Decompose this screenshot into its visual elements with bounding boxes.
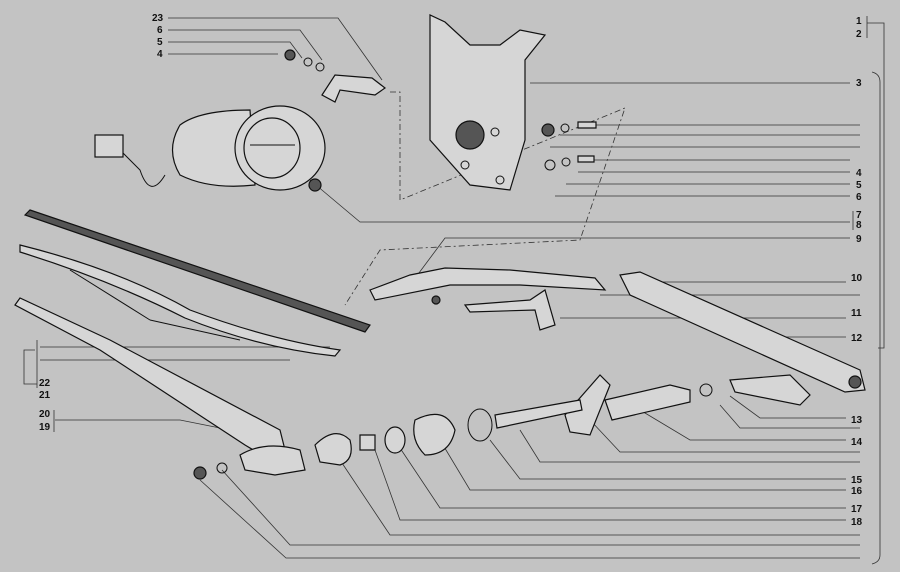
brackets: [23, 16, 885, 565]
right-callout-labels: 1 2 3 4 5 6 7 8 9 10 11 12 13 14 15 16 1…: [851, 16, 863, 528]
callout-9: 9: [856, 234, 862, 245]
callout-7: 7: [856, 210, 862, 221]
mounting-bracket: [429, 14, 547, 191]
callout-22: 22: [39, 378, 51, 389]
callout-15: 15: [851, 475, 863, 486]
bottom-left-callout-labels: 22 21 20 19: [39, 378, 51, 433]
callout-16: 16: [851, 486, 863, 497]
callout-6: 6: [856, 192, 862, 203]
callout-18: 18: [851, 517, 863, 528]
callout-23: 23: [152, 13, 164, 24]
callout-2: 2: [856, 29, 862, 40]
callout-1: 1: [856, 16, 862, 27]
callout-8: 8: [856, 220, 862, 231]
spindle-assembly: [193, 374, 811, 480]
callout-6-top: 6: [157, 25, 163, 36]
callout-13: 13: [851, 415, 863, 426]
callout-12: 12: [851, 333, 863, 344]
wiper-blade: [19, 209, 371, 357]
callout-4: 4: [856, 168, 862, 179]
callout-20: 20: [39, 409, 51, 420]
callout-11: 11: [851, 308, 862, 319]
leader-lines: [40, 17, 860, 559]
bolts-and-washers: [541, 121, 597, 171]
top-left-callout-labels: 23 6 5 4: [152, 13, 164, 60]
wiper-motor: [94, 105, 326, 192]
callout-19: 19: [39, 422, 51, 433]
wiper-arm: [14, 297, 306, 476]
callout-5-top: 5: [157, 37, 163, 48]
callout-10: 10: [851, 273, 863, 284]
callout-17: 17: [851, 504, 863, 515]
callout-5: 5: [856, 180, 862, 191]
small-bracket-23: [284, 49, 387, 103]
callout-21: 21: [39, 390, 51, 401]
callout-14: 14: [851, 437, 863, 448]
callout-3: 3: [856, 78, 862, 89]
callout-4-top: 4: [157, 49, 163, 60]
linkage-rods: [369, 267, 866, 393]
